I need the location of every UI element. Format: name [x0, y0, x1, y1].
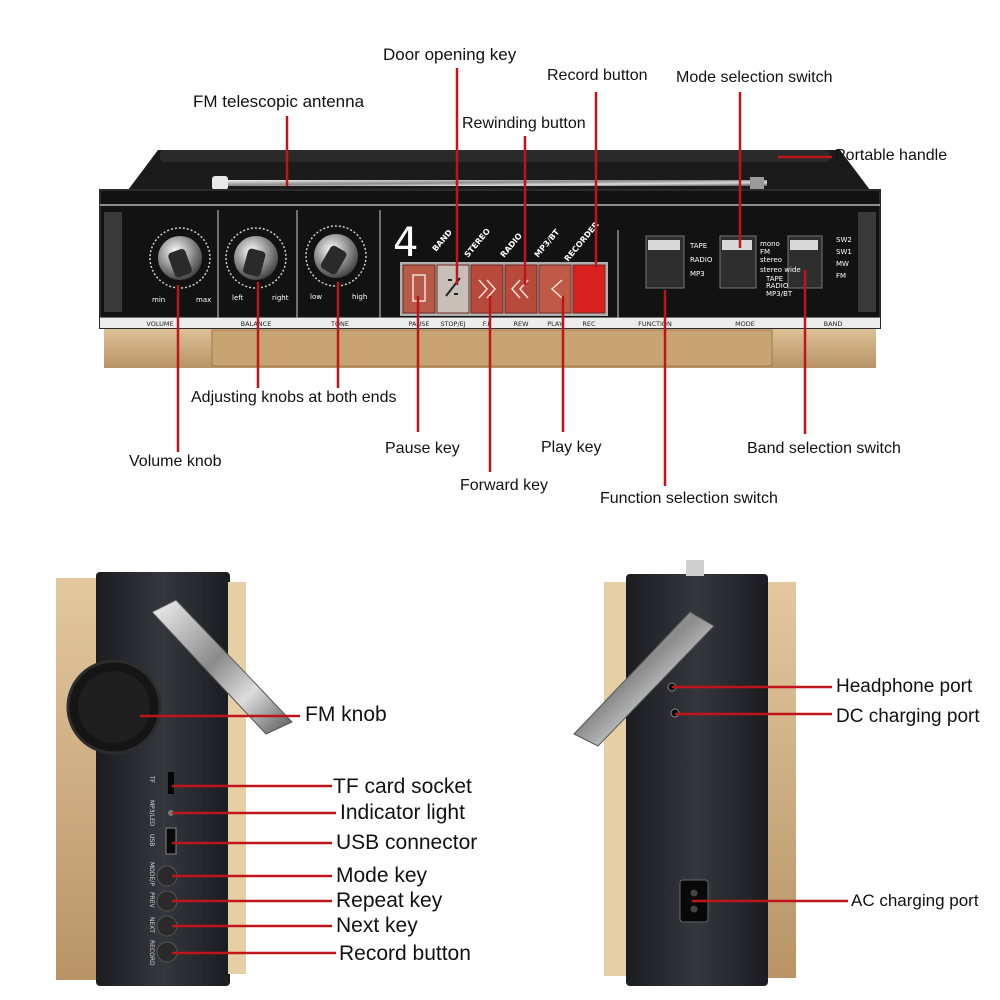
callout-band-selection-switch: Band selection switch	[747, 440, 901, 457]
volume-max-label: max	[196, 296, 211, 304]
balance-left-label: left	[232, 294, 244, 302]
function-option-tape: TAPE	[689, 242, 707, 250]
callout-fm-antenna: FM telescopic antenna	[193, 92, 365, 111]
callout-tf-card-socket: TF card socket	[333, 775, 472, 798]
callout-headphone-port: Headphone port	[836, 676, 973, 697]
leader-lines	[140, 68, 848, 955]
portable-handle	[160, 150, 830, 162]
callout-record-button: Record button	[547, 67, 648, 84]
callout-rewinding-button: Rewinding button	[462, 115, 586, 132]
port-label-next: NEXT	[148, 917, 155, 933]
volume-min-label: min	[152, 296, 165, 304]
port-label-record: RECORD	[148, 940, 155, 966]
mode-option-mono: mono	[760, 240, 780, 248]
mode-option-stereo: stereo	[760, 256, 782, 264]
function-option-mp3: MP3	[690, 270, 705, 278]
band-option-fm: FM	[836, 272, 846, 280]
mode-option-stereo-wide: stereo wide	[760, 266, 801, 274]
callout-door-opening-key: Door opening key	[383, 45, 517, 64]
bottom-label-stop-ej: STOP/EJ	[440, 320, 465, 328]
right-side-handle	[573, 611, 715, 747]
mode-option-mp3bt: MP3/BT	[766, 290, 793, 298]
mode-option-fm: FM	[760, 248, 770, 256]
left-grille	[104, 212, 122, 312]
callout-play-key: Play key	[541, 439, 602, 456]
tone-high-label: high	[352, 293, 367, 301]
stop-eject-key	[436, 264, 470, 314]
bottom-label-play: PLAY	[547, 320, 563, 328]
function-switch	[645, 235, 685, 289]
fm-antenna	[212, 176, 767, 190]
port-label-usb: USB	[148, 834, 155, 846]
balance-knob	[225, 227, 287, 289]
callout-record-button-side: Record button	[339, 942, 471, 965]
indicator-led	[168, 810, 174, 816]
port-label-mode: MODE/P	[148, 862, 155, 886]
volume-knob	[149, 227, 211, 289]
callout-dc-charging-port: DC charging port	[836, 706, 980, 727]
left-side-tan-body	[56, 578, 102, 980]
tape-door-slot	[211, 329, 773, 367]
callout-forward-key: Forward key	[460, 477, 549, 494]
callout-adjusting-knobs: Adjusting knobs at both ends	[191, 389, 397, 406]
bottom-label-band: BAND	[824, 320, 843, 328]
right-side-view	[573, 560, 796, 986]
bottom-label-rew: REW	[513, 320, 529, 328]
play-key	[538, 264, 572, 314]
band-option-mw: MW	[836, 260, 849, 268]
tone-low-label: low	[310, 293, 322, 301]
port-label-tf: TF	[148, 775, 155, 784]
mode-switch	[719, 235, 757, 289]
transport-keys	[400, 262, 608, 316]
callout-indicator-light: Indicator light	[340, 801, 465, 824]
bottom-label-ff: F.F	[483, 320, 492, 328]
usb-port	[165, 827, 177, 855]
callout-portable-handle: Portable handle	[835, 147, 948, 164]
left-side-view: TF MP3/LED USB MODE/P PREV NEXT RECORD	[56, 572, 293, 986]
callout-pause-key: Pause key	[385, 440, 460, 457]
record-key	[572, 264, 606, 314]
tf-card-slot	[168, 772, 174, 794]
callout-next-key: Next key	[336, 914, 418, 937]
callout-mode-key: Mode key	[336, 864, 428, 887]
port-label-mp3led: MP3/LED	[148, 800, 155, 827]
right-side-tan-body	[766, 582, 796, 978]
bottom-label-rec: REC	[582, 320, 596, 328]
function-option-radio: RADIO	[690, 256, 713, 264]
balance-right-label: right	[272, 294, 289, 302]
tone-knob	[305, 225, 367, 287]
mode-option-tape: TAPE	[765, 275, 783, 283]
bottom-label-volume: VOLUME	[146, 320, 173, 328]
callout-repeat-key: Repeat key	[336, 889, 443, 912]
bottom-label-balance: BALANCE	[241, 320, 272, 328]
callout-ac-charging-port: AC charging port	[851, 891, 979, 910]
port-label-prev: PREV	[148, 892, 155, 909]
callout-fm-knob: FM knob	[305, 703, 387, 726]
mode-option-radio: RADIO	[766, 282, 789, 290]
bottom-label-tone: TONE	[330, 320, 349, 328]
right-grille	[858, 212, 876, 312]
band-option-sw2: SW2	[836, 236, 852, 244]
left-side-handle	[151, 599, 293, 735]
panel-number: 4	[393, 220, 418, 266]
callout-volume-knob: Volume knob	[129, 453, 222, 470]
callout-mode-selection-switch: Mode selection switch	[676, 69, 833, 86]
callout-usb-connector: USB connector	[336, 831, 478, 854]
bottom-label-mode: MODE	[735, 320, 755, 328]
callout-function-selection-switch: Function selection switch	[600, 490, 778, 507]
band-option-sw1: SW1	[836, 248, 852, 256]
bottom-label-function: FUNCTION	[638, 320, 672, 328]
